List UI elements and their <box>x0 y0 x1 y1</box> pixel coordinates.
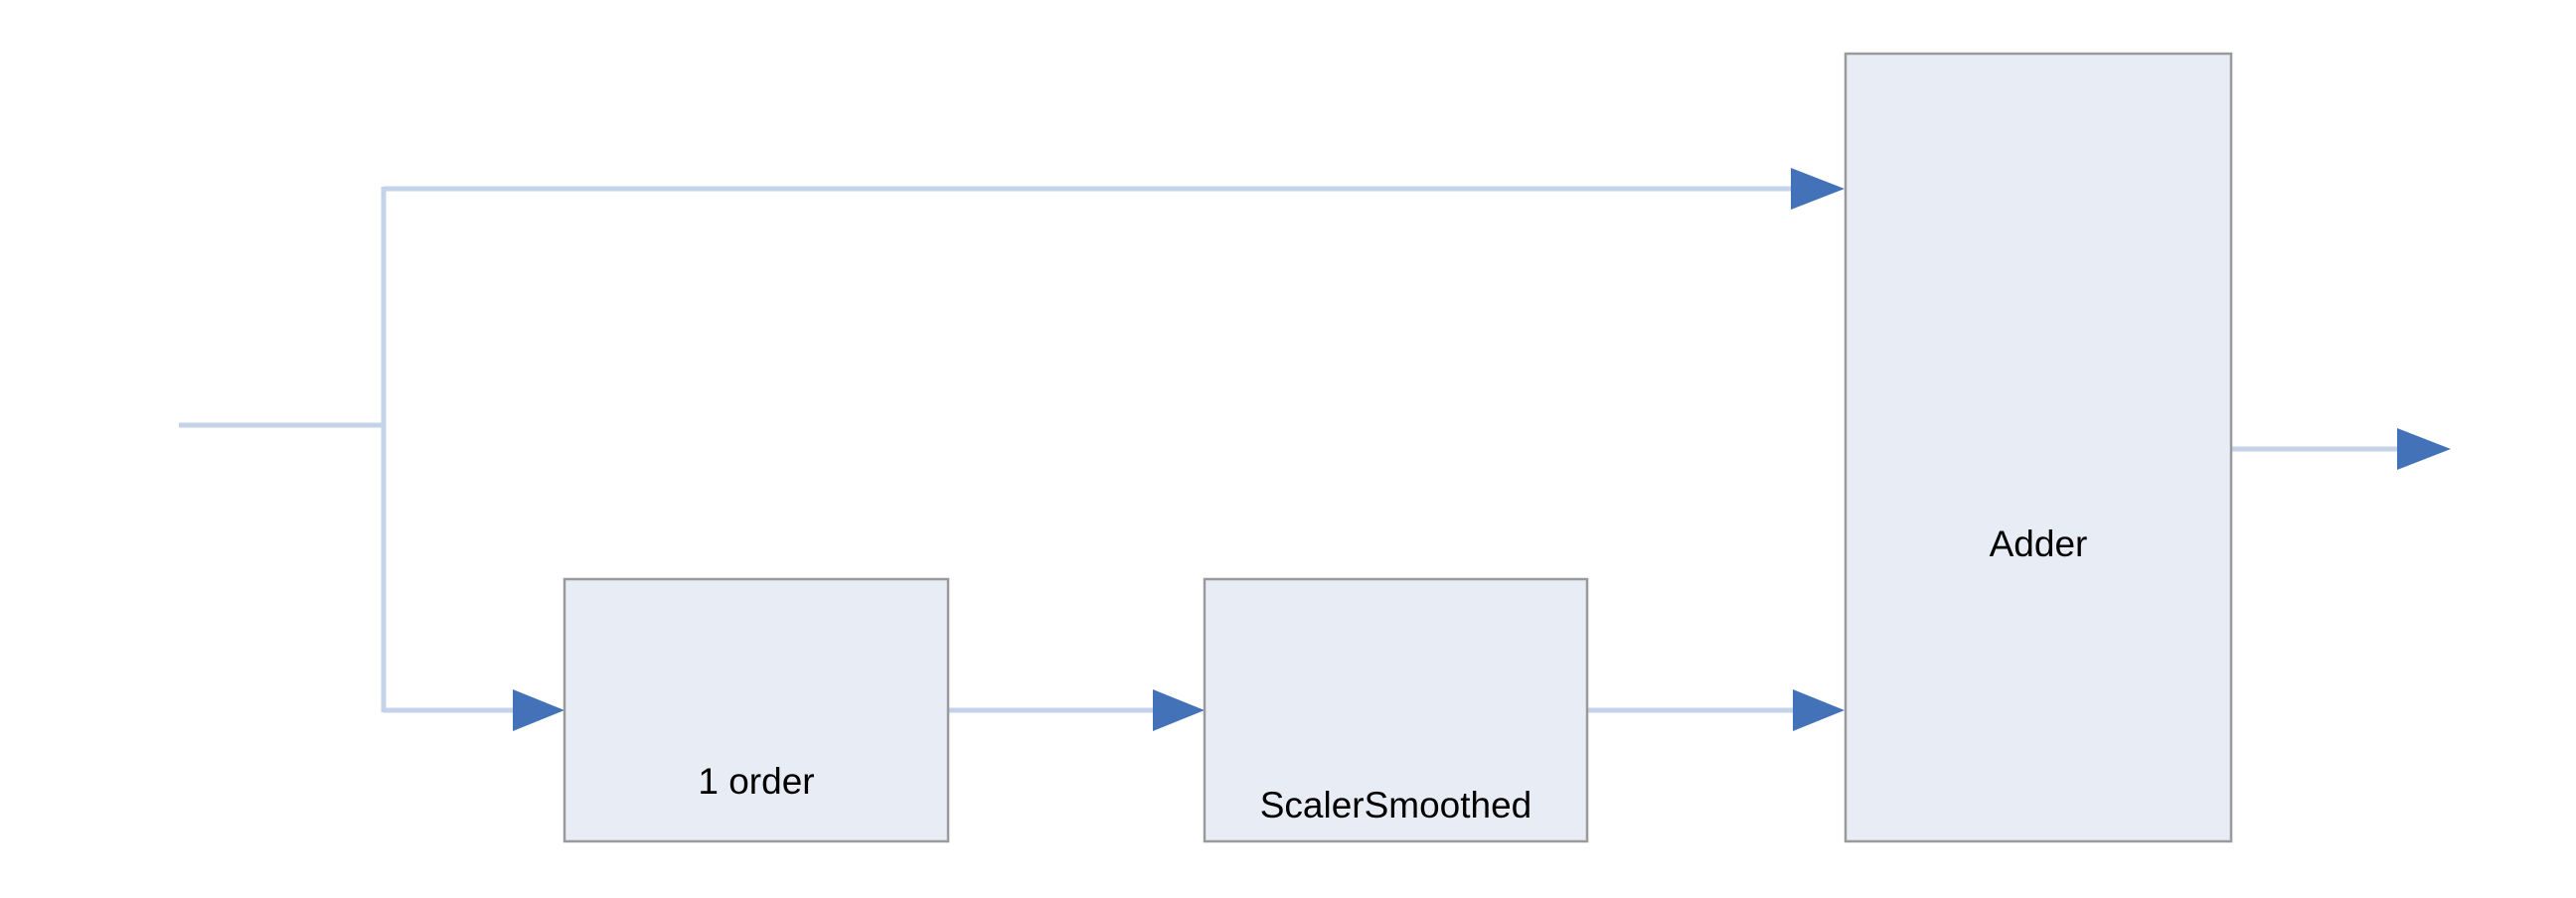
arrowhead-into-scaler <box>1153 689 1205 731</box>
arrowhead-into-adder-bottom <box>1793 689 1845 731</box>
connector-split-to-filter <box>384 689 564 731</box>
block-scaler-smoothed[interactable] <box>1203 577 1589 843</box>
arrowhead-into-filter <box>513 689 564 731</box>
block-adder[interactable] <box>1844 52 2233 843</box>
connector-adder-to-output <box>2232 428 2451 470</box>
arrowhead-into-adder-top <box>1791 168 1845 210</box>
connector-split-to-adder-top <box>384 168 1845 210</box>
connector-scaler-to-adder <box>1588 689 1845 731</box>
block-low-pass-filter[interactable] <box>563 577 950 843</box>
connector-filter-to-scaler <box>949 689 1205 731</box>
arrowhead-output <box>2397 428 2451 470</box>
